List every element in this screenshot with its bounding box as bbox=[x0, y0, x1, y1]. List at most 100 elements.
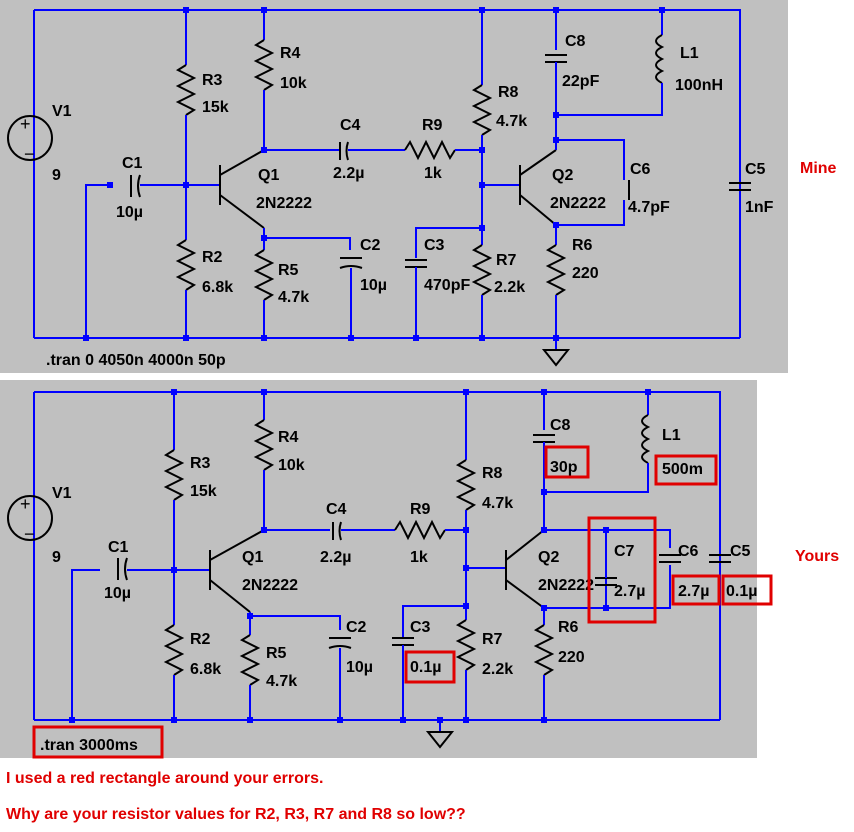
note-resistor-question: Why are your resistor values for R2, R3,… bbox=[6, 806, 466, 823]
c1-value: 10µ bbox=[116, 204, 143, 221]
c4-name: C4 bbox=[326, 501, 347, 518]
l1-value: 100nH bbox=[675, 77, 723, 94]
r7-symbol bbox=[471, 244, 493, 296]
c8-value: 30p bbox=[550, 459, 578, 476]
r9-symbol bbox=[394, 519, 446, 541]
q1-value: 2N2222 bbox=[242, 577, 298, 594]
r3-name: R3 bbox=[202, 72, 223, 89]
c4-name: C4 bbox=[340, 117, 361, 134]
r7-value: 2.2k bbox=[494, 279, 525, 296]
c4-value: 2.2µ bbox=[320, 549, 351, 566]
r8-symbol bbox=[471, 84, 493, 136]
r2-symbol bbox=[175, 239, 197, 291]
c3-value: 470pF bbox=[424, 277, 470, 294]
c6-value: 4.7pF bbox=[628, 199, 670, 216]
r2-value: 6.8k bbox=[202, 279, 233, 296]
r4-symbol bbox=[253, 419, 275, 471]
r7-name: R7 bbox=[496, 252, 517, 269]
v1-value: 9 bbox=[52, 549, 61, 566]
label-mine: Mine bbox=[800, 160, 837, 177]
q2-name: Q2 bbox=[552, 167, 573, 184]
ground-icon bbox=[425, 731, 455, 749]
r7-name: R7 bbox=[482, 631, 503, 648]
q2-value: 2N2222 bbox=[550, 195, 606, 212]
v1-symbol bbox=[7, 115, 53, 161]
r3-value: 15k bbox=[202, 99, 229, 116]
r3-value: 15k bbox=[190, 483, 217, 500]
r9-name: R9 bbox=[410, 501, 431, 518]
r5-value: 4.7k bbox=[266, 673, 297, 690]
ground-icon bbox=[541, 349, 571, 367]
tran-directive-mine: .tran 0 4050n 4000n 50p bbox=[46, 352, 226, 369]
v1-name: V1 bbox=[52, 485, 72, 502]
c2-name: C2 bbox=[360, 237, 381, 254]
svg-text:−: − bbox=[24, 524, 35, 544]
q2-name: Q2 bbox=[538, 549, 559, 566]
r8-value: 4.7k bbox=[482, 495, 513, 512]
r4-value: 10k bbox=[278, 457, 305, 474]
q1-name: Q1 bbox=[258, 167, 279, 184]
svg-text:+: + bbox=[20, 494, 31, 514]
r5-name: R5 bbox=[266, 645, 287, 662]
r9-value: 1k bbox=[410, 549, 428, 566]
c4-value: 2.2µ bbox=[333, 165, 364, 182]
c3-name: C3 bbox=[424, 237, 445, 254]
tran-directive-yours: .tran 3000ms bbox=[40, 737, 138, 754]
c2-value: 10µ bbox=[360, 277, 387, 294]
r7-symbol bbox=[455, 619, 477, 671]
l1-symbol bbox=[655, 34, 665, 84]
error-box-c8 bbox=[544, 445, 590, 479]
r6-value: 220 bbox=[572, 265, 599, 282]
junction-dots bbox=[69, 389, 651, 723]
r2-name: R2 bbox=[190, 631, 211, 648]
l1-name: L1 bbox=[662, 427, 681, 444]
c3-value: 0.1µ bbox=[410, 659, 441, 676]
r5-symbol bbox=[253, 249, 275, 301]
v1-name: V1 bbox=[52, 103, 72, 120]
r5-name: R5 bbox=[278, 262, 299, 279]
r5-value: 4.7k bbox=[278, 289, 309, 306]
r6-name: R6 bbox=[572, 237, 593, 254]
svg-text:−: − bbox=[24, 144, 35, 164]
c6-name: C6 bbox=[678, 543, 699, 560]
schematic-yours-svg: + − bbox=[7, 389, 773, 759]
error-box-c7 bbox=[587, 516, 657, 624]
error-box-c6 bbox=[671, 574, 721, 606]
q2-value: 2N2222 bbox=[538, 577, 594, 594]
r4-value: 10k bbox=[280, 75, 307, 92]
c8-name: C8 bbox=[550, 417, 571, 434]
l1-symbol bbox=[641, 414, 651, 464]
c6-name: C6 bbox=[630, 161, 651, 178]
r6-name: R6 bbox=[558, 619, 579, 636]
c7-name: C7 bbox=[614, 543, 635, 560]
c1-value: 10µ bbox=[104, 585, 131, 602]
wire-c1-left bbox=[85, 184, 110, 338]
r2-name: R2 bbox=[202, 249, 223, 266]
label-yours: Yours bbox=[795, 548, 840, 565]
r6-symbol bbox=[533, 624, 555, 676]
q1-name: Q1 bbox=[242, 549, 263, 566]
r3-symbol bbox=[175, 64, 197, 116]
c5-value: 0.1µ bbox=[726, 583, 757, 600]
r7-value: 2.2k bbox=[482, 661, 513, 678]
junction-dots bbox=[83, 7, 665, 341]
r4-name: R4 bbox=[278, 429, 299, 446]
schematic-mine: + − bbox=[0, 0, 788, 373]
r6-symbol bbox=[545, 244, 567, 296]
r8-name: R8 bbox=[482, 465, 503, 482]
v1-value: 9 bbox=[52, 167, 61, 184]
c1-name: C1 bbox=[122, 155, 143, 172]
note-error-boxes: I used a red rectangle around your error… bbox=[6, 770, 324, 787]
r5-symbol bbox=[239, 634, 261, 686]
error-box-c5 bbox=[721, 574, 773, 606]
svg-text:+: + bbox=[20, 114, 31, 134]
r9-symbol bbox=[404, 139, 456, 161]
c2-name: C2 bbox=[346, 619, 367, 636]
c5-name: C5 bbox=[730, 543, 751, 560]
error-box-l1 bbox=[654, 454, 718, 486]
r4-name: R4 bbox=[280, 45, 301, 62]
c2-value: 10µ bbox=[346, 659, 373, 676]
r3-name: R3 bbox=[190, 455, 211, 472]
r8-symbol bbox=[455, 459, 477, 511]
c3-name: C3 bbox=[410, 619, 431, 636]
